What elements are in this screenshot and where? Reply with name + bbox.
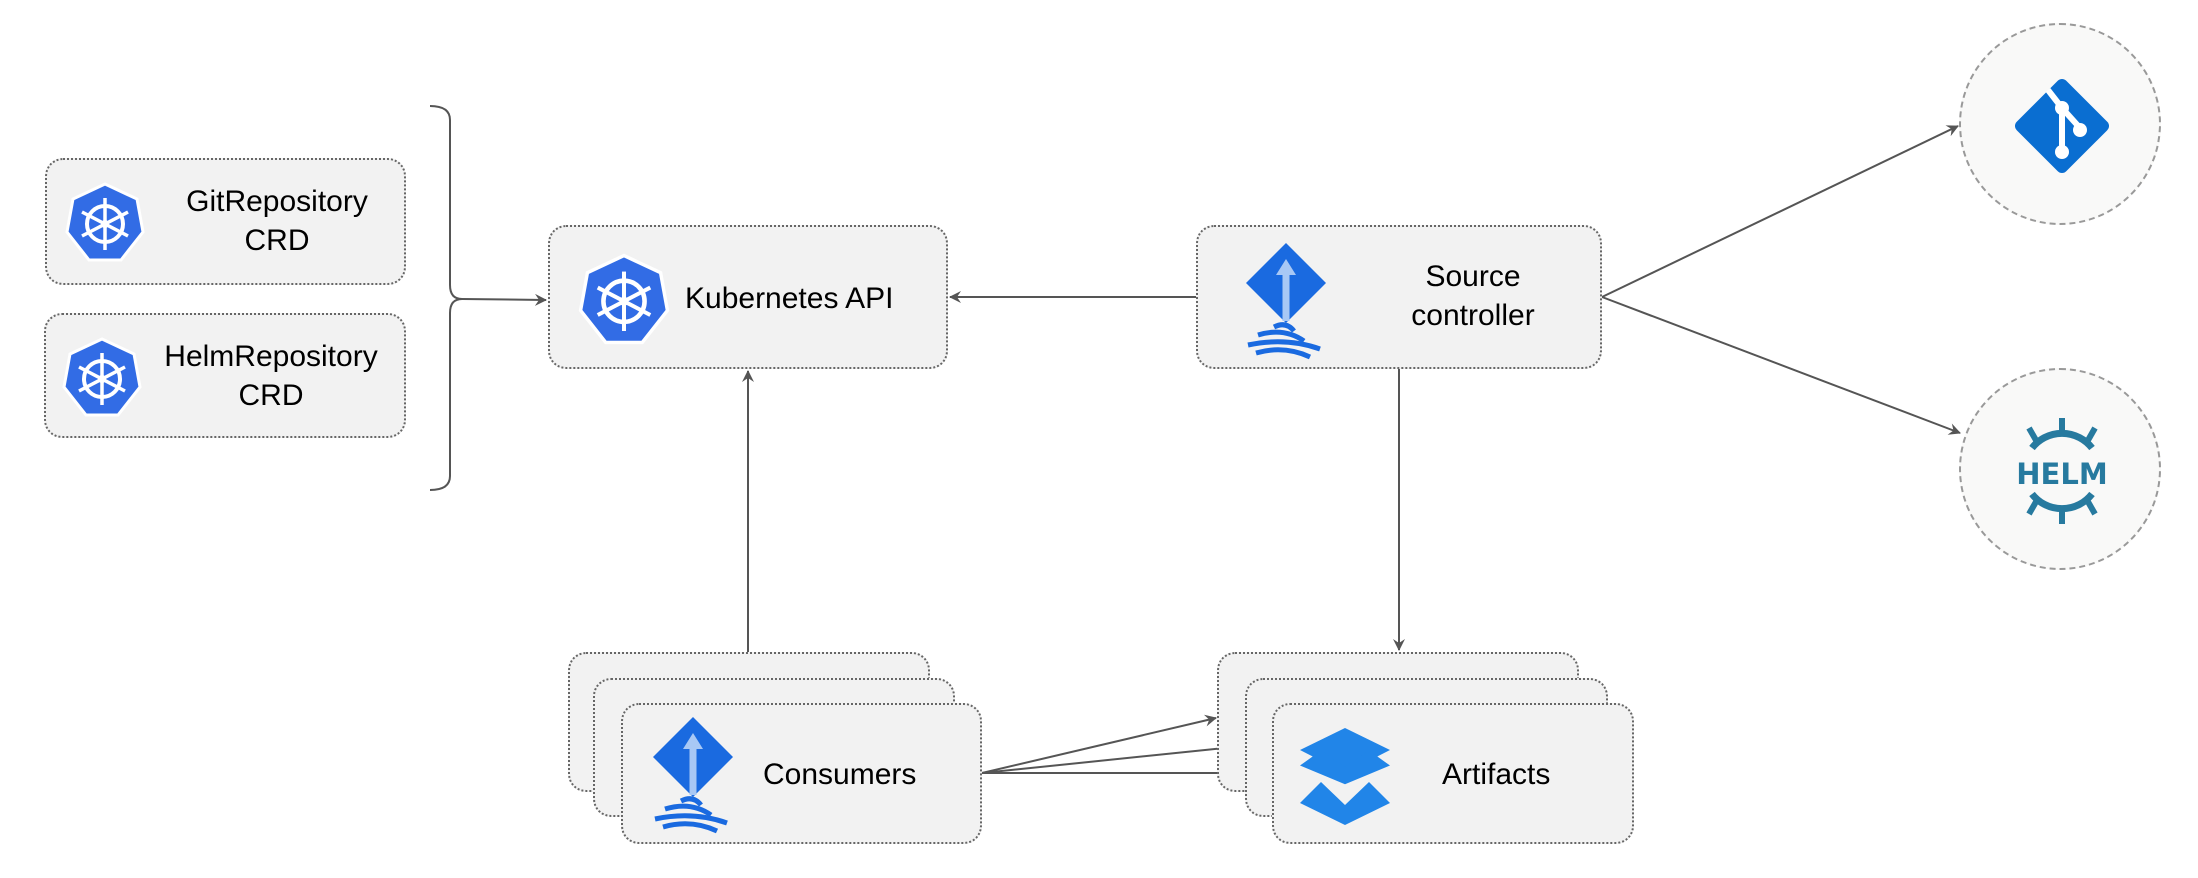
label-line: CRD [244,224,310,257]
kubernetes-icon [62,337,142,417]
source-controller-node[interactable]: Source controller [1196,225,1602,369]
consumers-node[interactable]: Consumers [621,703,982,844]
helm-repository-crd-node[interactable]: HelmRepository CRD [44,313,406,438]
kubernetes-api-label: Kubernetes API [685,282,894,315]
flux-icon [1246,243,1326,360]
label-line: CRD [238,379,304,412]
edge-consumers-to-artifacts-2 [981,741,1245,774]
git-repository-crd-label: GitRepository CRD [157,182,397,260]
crd-brace [429,105,463,491]
git-node[interactable] [1959,23,2161,225]
source-controller-label: Source controller [1348,257,1598,335]
edge-source-controller-to-git [1601,125,1959,298]
edge-source-controller-to-helm [1601,296,1961,435]
kubernetes-icon [578,253,670,345]
layers-icon [1300,728,1390,825]
helm-icon: HELM [2016,418,2108,524]
git-icon [2014,78,2110,174]
label-line: HelmRepository [164,340,378,373]
helm-repository-crd-label: HelmRepository CRD [146,337,396,415]
edge-consumers-to-artifacts-1 [981,714,1217,774]
edge-crds-to-kubernetes-api [461,293,547,306]
consumers-label: Consumers [763,758,917,791]
label-line: controller [1411,299,1535,332]
git-repository-crd-node[interactable]: GitRepository CRD [45,158,406,285]
flux-icon [653,717,733,834]
kubernetes-icon [65,182,145,262]
label-line: Source [1425,260,1521,293]
kubernetes-api-node[interactable]: Kubernetes API [548,225,948,369]
label-line: GitRepository [186,185,368,218]
artifacts-label: Artifacts [1442,758,1551,791]
helm-node[interactable]: HELM [1959,368,2161,570]
helm-logo-text: HELM [2016,457,2107,491]
artifacts-node[interactable]: Artifacts [1272,703,1634,844]
